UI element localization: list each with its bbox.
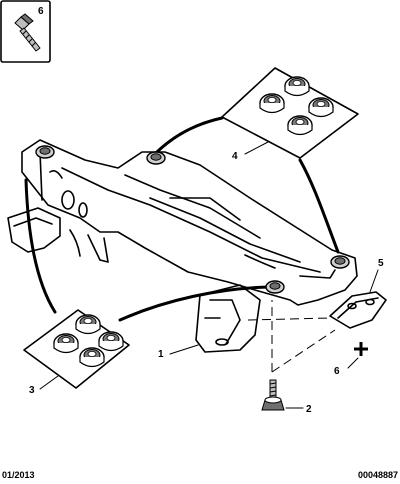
callout-2: 2 [306,404,312,415]
callout-3: 3 [29,385,35,396]
fastener-6 [347,342,368,369]
footer-reference: 00048887 [357,470,398,480]
bush-panel-4 [221,67,359,159]
inset-screw-box: 6 [0,0,51,63]
callout-1: 1 [158,349,164,360]
bolt-2 [261,379,304,411]
callout-6: 6 [334,366,340,377]
inset-label: 6 [38,6,44,17]
callout-4: 4 [232,151,238,162]
bush-panel-3 [23,309,130,390]
bracket-5 [329,269,387,329]
callout-5: 5 [378,258,384,269]
subframe [7,139,358,353]
screw-icon [14,13,41,52]
footer-date: 01/2013 [2,470,35,480]
